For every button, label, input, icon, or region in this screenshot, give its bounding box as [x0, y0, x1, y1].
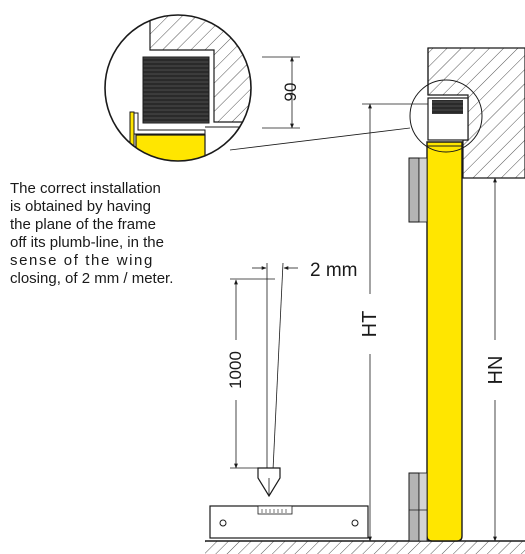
instruction-line: the plane of the frame: [10, 216, 156, 233]
magnified-detail: [104, 14, 252, 162]
detail-marker-circle: [409, 79, 483, 153]
dimension-hn: HN: [485, 177, 507, 542]
instruction-line: is obtained by having: [10, 198, 151, 215]
leader-line: [229, 127, 411, 151]
level-vial: [257, 505, 293, 515]
instruction-line: off its plumb-line, in the: [10, 234, 164, 251]
offset-label: 2 mm: [310, 260, 358, 281]
dimension-90: 90: [262, 56, 300, 129]
instruction-line: sense of the wing: [10, 252, 154, 269]
upper-hinge: [408, 157, 420, 223]
plumb-line-figure: 2 mm 1000: [209, 260, 369, 539]
instruction-line: The correct installation: [10, 180, 161, 197]
door-assembly: [408, 97, 469, 542]
door-panel: [426, 141, 463, 542]
dimension-90-label: 90: [281, 83, 300, 102]
lower-hinge: [408, 472, 420, 542]
dimension-ht: HT: [359, 103, 428, 542]
dimension-ht-label: HT: [359, 311, 381, 338]
dimension-hn-label: HN: [485, 356, 507, 385]
instruction-line: closing, of 2 mm / meter.: [10, 270, 174, 287]
plumb-length-label: 1000: [226, 351, 245, 389]
installation-instruction: The correct installation is obtained by …: [10, 180, 210, 288]
floor: [205, 540, 525, 554]
